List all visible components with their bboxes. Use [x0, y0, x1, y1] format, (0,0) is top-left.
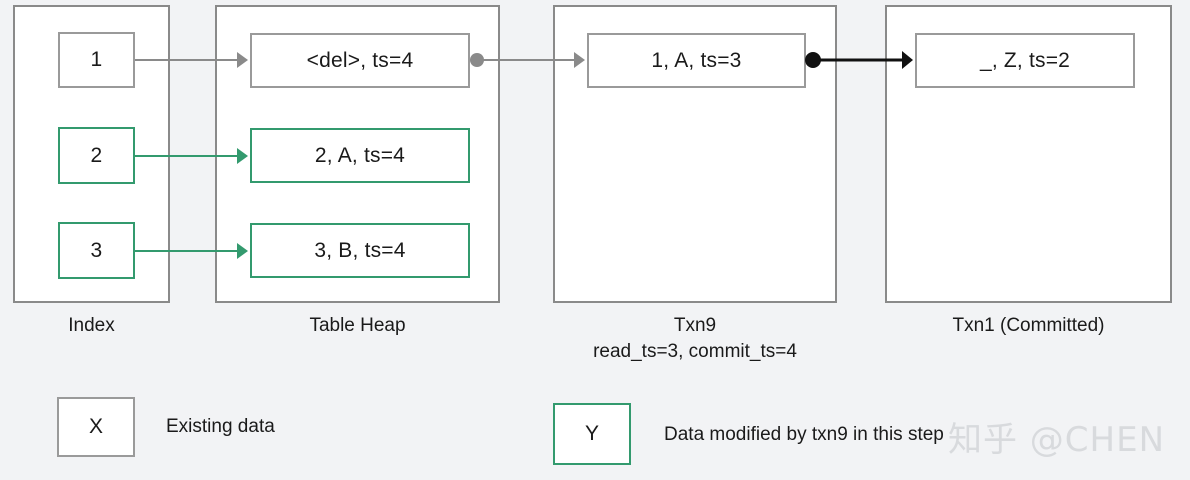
container-label-txn1-title: Txn1 (Committed): [952, 315, 1105, 336]
container-label-index-title: Index: [68, 315, 115, 336]
node-index-3[interactable]: 3: [58, 222, 135, 279]
container-label-txn1: Txn1 (Committed): [885, 313, 1172, 339]
node-index-2[interactable]: 2: [58, 127, 135, 184]
node-heap-del[interactable]: <del>, ts=4: [250, 33, 470, 88]
watermark: 知乎 @CHEN: [948, 420, 1166, 460]
node-txn9-version[interactable]: 1, A, ts=3: [587, 33, 806, 88]
node-heap-3b[interactable]: 3, B, ts=4: [250, 223, 470, 278]
container-label-txn9: Txn9 read_ts=3, commit_ts=4: [553, 313, 837, 364]
container-label-txn9-title: Txn9: [673, 315, 717, 336]
node-index-1[interactable]: 1: [58, 32, 135, 88]
node-heap-2a[interactable]: 2, A, ts=4: [250, 128, 470, 183]
legend-swatch-existing-data: X: [57, 397, 135, 457]
legend-label-existing-data: Existing data: [166, 416, 275, 437]
container-label-table-heap: Table Heap: [215, 313, 500, 339]
node-txn1-version[interactable]: _, Z, ts=2: [915, 33, 1135, 88]
container-label-index: Index: [13, 313, 170, 339]
legend-swatch-modified-data: Y: [553, 403, 631, 465]
container-label-txn9-subtitle: read_ts=3, commit_ts=4: [593, 340, 797, 362]
legend-label-modified-data: Data modified by txn9 in this step: [664, 424, 944, 445]
container-label-table-heap-title: Table Heap: [309, 315, 406, 336]
